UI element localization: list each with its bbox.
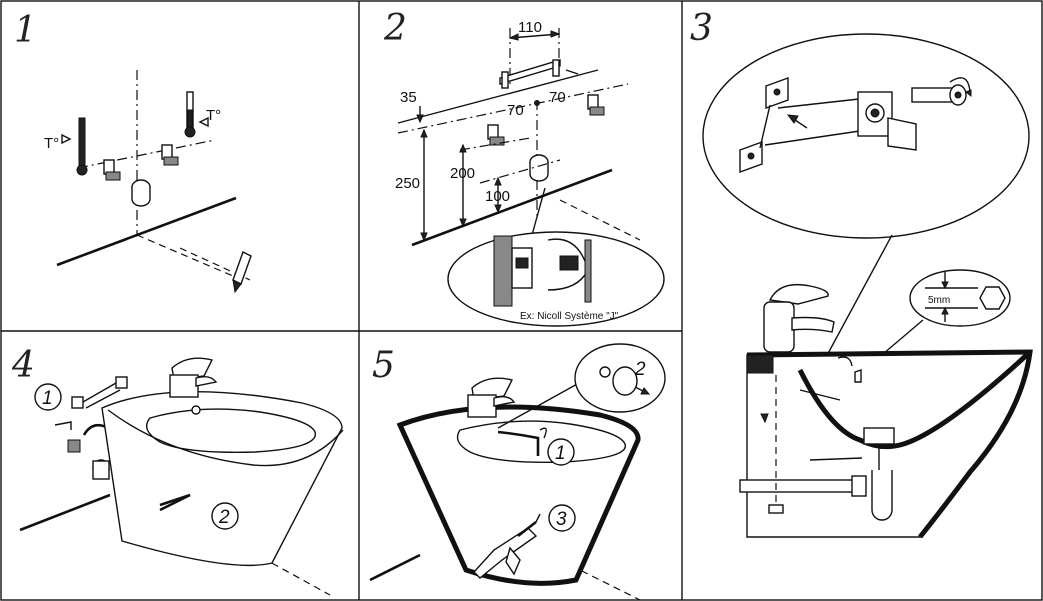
- step-number-5: 5: [372, 345, 395, 386]
- dim-spacing-left-70: 70: [507, 102, 524, 119]
- panel-4: 4 1: [11, 345, 344, 596]
- valve-right-icon: [161, 144, 179, 166]
- valve-icon-4: [67, 423, 110, 480]
- mounting-bracket-icon: [499, 59, 579, 89]
- panel-2: 2 110 35 70 70: [383, 8, 665, 327]
- label-cold-temp: T°: [44, 135, 59, 152]
- step-number-2: 2: [383, 8, 407, 49]
- dim-spacing-right-70: 70: [549, 89, 566, 106]
- thermometer-cold-icon: [76, 117, 88, 176]
- panel-3: 3: [690, 8, 1033, 539]
- valve-right-icon-2: [587, 94, 605, 116]
- caulk-gun-icon: [473, 513, 541, 579]
- valve-left-icon-2: [487, 124, 505, 146]
- dim-height-100: 100: [485, 188, 510, 205]
- wall-bracket-icon: [71, 376, 128, 409]
- step-number-4: 4: [11, 345, 35, 386]
- callout-2-step4: 2: [211, 502, 239, 530]
- callout-3-step5: 3: [548, 504, 576, 532]
- valve-left-icon: [103, 159, 121, 181]
- dim-width-110: 110: [518, 19, 542, 36]
- svg-text:2: 2: [218, 507, 230, 528]
- callout-1-step4: 1: [34, 383, 62, 411]
- panel-1: 1 T° T°: [14, 10, 252, 294]
- hex-key-callout: 5mm: [909, 269, 1011, 327]
- dim-top-35: 35: [400, 89, 417, 106]
- label-hot-temp: T°: [206, 107, 221, 124]
- faucet-icon-5: [467, 377, 516, 418]
- dim-height-200: 200: [450, 165, 475, 182]
- bidet-body-step5: [396, 404, 641, 586]
- svg-text:1: 1: [42, 388, 53, 409]
- drain-pipe-icon: [131, 179, 151, 207]
- callout-1-step5: 1: [547, 438, 575, 466]
- faucet-icon-4: [169, 357, 218, 398]
- drain-pipe-icon-2: [529, 154, 549, 182]
- caption-nicoll: Ex: Nicoll Système "J": [520, 311, 619, 322]
- svg-text:1: 1: [555, 443, 566, 464]
- detail-bracket-callout: [702, 33, 1030, 239]
- panel-5: 5 1 2: [369, 343, 666, 601]
- thermometer-hot-icon: [184, 91, 196, 138]
- pencil-icon: [232, 251, 252, 294]
- bidet-body-step4: [101, 390, 344, 567]
- label-hex-5mm: 5mm: [928, 295, 950, 306]
- step-number-1: 1: [14, 10, 37, 51]
- dim-height-250: 250: [395, 175, 420, 192]
- bidet-section-view: [739, 349, 1033, 539]
- detail-plug-callout: 2: [574, 343, 666, 413]
- svg-text:3: 3: [556, 509, 567, 530]
- step-number-3: 3: [690, 8, 713, 49]
- faucet-icon: [763, 283, 835, 353]
- hex-nut-icon: [979, 286, 1006, 310]
- detail-nicoll-callout: Ex: Nicoll Système "J": [447, 231, 665, 327]
- callout-2-step5: 2: [634, 359, 646, 380]
